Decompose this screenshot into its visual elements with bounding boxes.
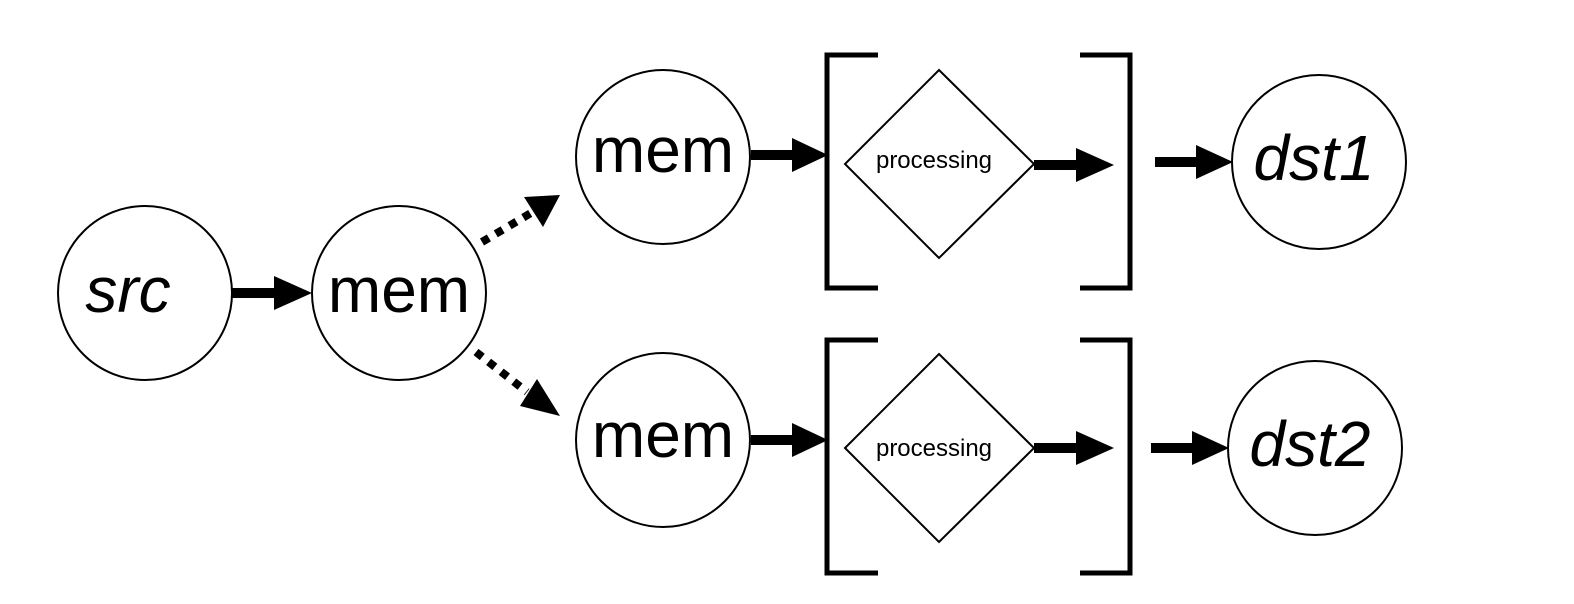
arrowhead-src-to-mem [274,276,312,310]
node-src-label: src [85,254,170,326]
node-dst2: dst2 [1227,360,1403,536]
arrowhead-stage-top-to-dst1 [1196,145,1233,179]
node-dst1: dst1 [1231,74,1407,250]
edge-mem-to-mem-bottom-dotted [473,348,530,396]
arrowhead-mem-to-mem-top [524,195,560,227]
bracket-top-left [824,52,878,291]
bracket-top-right [1080,52,1133,291]
node-mem-bottom: mem [575,352,751,528]
arrowhead-stage-bottom-to-dst2 [1192,431,1229,465]
node-mem-root: mem [311,205,487,381]
edge-mem-to-mem-top-dotted [479,209,534,246]
bracket-bottom-left [824,337,878,576]
node-src: src [57,205,233,381]
arrowhead-mem-bottom-to-processing [792,423,828,457]
node-processing-top: processing [843,68,1036,260]
arrowhead-processing-bottom-out [1076,431,1114,465]
node-mem-top: mem [575,69,751,245]
node-processing-bottom: processing [843,352,1036,544]
node-processing-bottom-label: processing [876,435,992,462]
node-mem-top-label: mem [592,114,734,186]
node-dst2-label: dst2 [1250,408,1371,480]
node-mem-bottom-label: mem [592,399,734,471]
bracket-bottom-right [1080,337,1133,576]
node-processing-top-label: processing [876,147,992,174]
node-mem-root-label: mem [328,254,470,326]
arrowhead-processing-top-out [1076,148,1114,182]
arrowhead-mem-top-to-processing [792,138,828,172]
node-dst1-label: dst1 [1254,122,1375,194]
arrowhead-mem-to-mem-bottom [520,379,560,416]
